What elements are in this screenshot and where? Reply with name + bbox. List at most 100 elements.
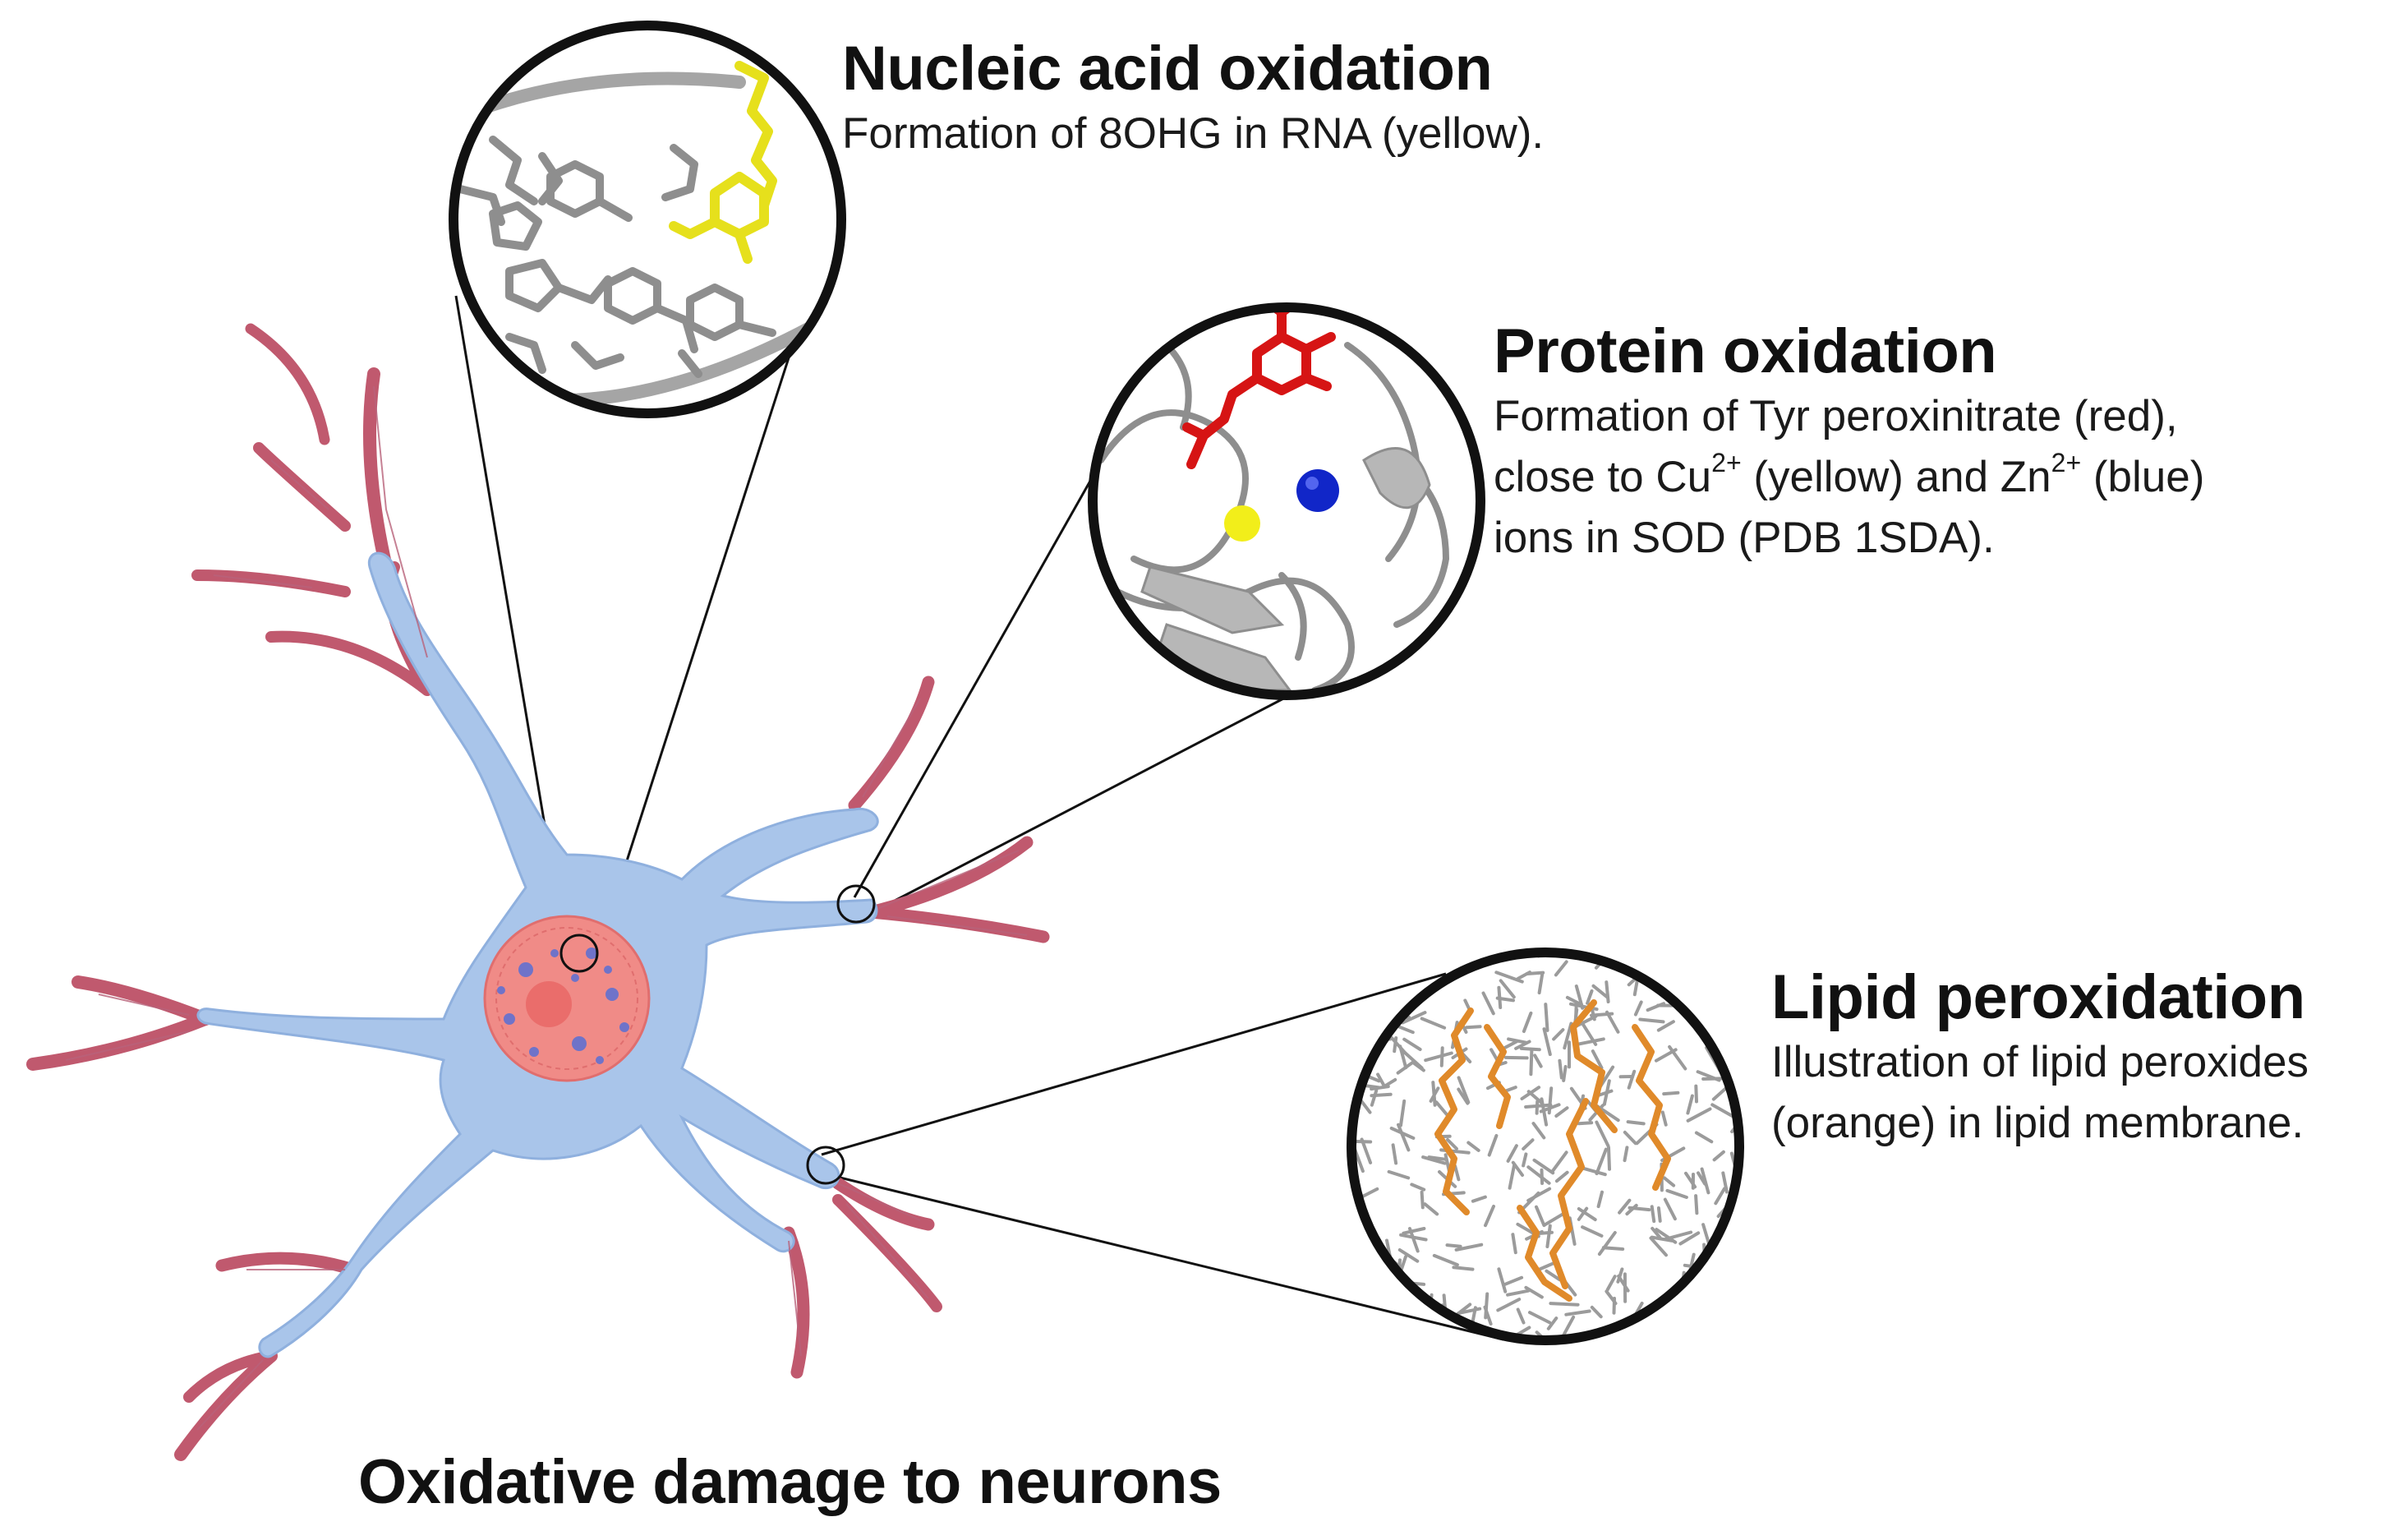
lipid-mesh-segment <box>1714 1187 1726 1206</box>
lipid-mesh-segment <box>1605 1010 1620 1034</box>
lipid-mesh-segment <box>1724 1261 1732 1291</box>
lipid-mesh-segment <box>1663 1197 1677 1221</box>
lipid-mesh-segment <box>1514 1040 1531 1050</box>
lipid-mesh-segment <box>1720 952 1733 957</box>
lipid-mesh-segment <box>1379 993 1397 1002</box>
lipid-mesh-segment <box>1526 1187 1552 1202</box>
lipid-mesh-segment <box>1389 1127 1416 1140</box>
lipid-mesh-segment <box>1565 995 1583 1007</box>
lipid-mesh-segment <box>1421 1155 1447 1165</box>
lipid-mesh-segment <box>1697 1171 1707 1186</box>
lipid-mesh-segment <box>1605 1275 1617 1292</box>
lipid-mesh-segment <box>1494 971 1524 984</box>
lipid-mesh-segment <box>1693 1312 1714 1322</box>
lipid-mesh-segment <box>1564 1309 1591 1316</box>
lipid-mesh-segment <box>1591 1049 1604 1070</box>
lipid-mesh-segment <box>1727 983 1739 997</box>
lipid-mesh-segment <box>1457 1076 1471 1104</box>
lipid-mesh-segment <box>1524 1103 1553 1109</box>
lipid-mesh-segment <box>1499 979 1516 999</box>
lipid-mesh-segment <box>1546 1316 1559 1330</box>
lipid-mesh-segment <box>1662 1176 1676 1187</box>
lipid-mesh-segment <box>1526 1090 1544 1105</box>
lipid-mesh-segment <box>1691 1001 1699 1017</box>
lipid-mesh-segment <box>1574 1037 1605 1047</box>
lipid-mesh-segment <box>1398 1044 1408 1070</box>
lipid-mesh-segment <box>1660 1110 1668 1127</box>
lipid-mesh-segment <box>1416 1333 1421 1340</box>
lipid-mesh-segment <box>1638 1017 1665 1024</box>
lipid-mesh-segment <box>1725 1272 1735 1286</box>
zoom-marker-protein <box>836 884 876 924</box>
lipid-mesh-segment <box>1601 1246 1625 1251</box>
lipid-mesh-segment <box>1723 980 1739 995</box>
lipid-mesh-segment <box>1355 952 1364 966</box>
lipid-mesh-segment <box>1401 1011 1427 1025</box>
lipid-description-line1: Illustration of lipid peroxides <box>1771 1038 2309 1086</box>
lipid-mesh-segment <box>1712 1150 1725 1162</box>
zoom-marker-rna <box>559 934 599 973</box>
lipid-mesh-segment <box>1471 1195 1487 1203</box>
lipid-mesh-segment <box>1656 1206 1662 1223</box>
lipid-mesh-segment <box>1545 1269 1562 1282</box>
protein-label: Protein oxidation Formation of Tyr perox… <box>1494 317 2204 569</box>
lipid-mesh-segment <box>1561 1315 1576 1339</box>
lipid-mesh-segment <box>1376 1072 1387 1089</box>
lipid-mesh-segment <box>1445 1243 1462 1248</box>
lipid-mesh-segment <box>1577 1207 1597 1222</box>
lipid-mesh-segment <box>1616 1267 1624 1284</box>
lipid-mesh-segment <box>1725 1011 1738 1035</box>
lipid-mesh-segment <box>1721 1171 1729 1194</box>
lipid-mesh-segment <box>1678 1231 1701 1246</box>
lipid-mesh-segment <box>1393 1036 1398 1054</box>
figure-title: Oxidative damage to neurons <box>358 1447 1222 1517</box>
lipid-mesh-segment <box>1554 1170 1569 1183</box>
lipid-mesh-segment <box>1466 1141 1480 1152</box>
lipid-mesh-segment <box>1374 1006 1385 1022</box>
lipid-mesh-segment <box>1402 1050 1424 1070</box>
lipid-mesh-segment <box>1694 1194 1699 1215</box>
lipid-mesh-segment <box>1511 1233 1517 1255</box>
lipid-mesh-segment <box>1402 1037 1422 1051</box>
lipid-mesh-segment <box>1360 1137 1373 1164</box>
lipid-mesh-segment <box>1535 1260 1558 1272</box>
lipid-zoom-circle <box>1347 948 1744 1345</box>
lipid-mesh-segment <box>1379 1292 1395 1302</box>
lipid-mesh-segment <box>1487 1134 1499 1157</box>
lipid-mesh-segment <box>1483 1305 1493 1326</box>
lipid-mesh-segment <box>1627 1069 1637 1090</box>
nucleic-acid-description: Formation of 8OHG in RNA (yellow). <box>842 109 1545 158</box>
protein-line2-part3: (blue) <box>2081 453 2205 501</box>
lipid-mesh-segment <box>1528 1311 1552 1325</box>
lipid-mesh-segment <box>1637 957 1661 974</box>
protein-heading: Protein oxidation <box>1494 316 1997 386</box>
lipid-mesh-segment <box>1402 952 1421 959</box>
protein-description-line3: ions in SOD (PDB 1SDA). <box>1494 514 1995 562</box>
lipid-mesh-segment <box>1679 958 1694 966</box>
lipid-mesh-segment <box>1454 1243 1484 1252</box>
lipid-mesh-segment <box>1542 1027 1552 1056</box>
lipid-mesh-segment <box>1544 1003 1549 1032</box>
lipid-mesh-segment <box>1370 1088 1379 1107</box>
protein-zoom-circle <box>1088 302 1485 700</box>
lipid-mesh-segment <box>1453 1164 1461 1182</box>
lipid-mesh-segment <box>1396 1024 1415 1035</box>
lipid-mesh-segment <box>1618 1198 1632 1215</box>
lipid-mesh-segment <box>1352 1026 1368 1032</box>
lipid-mesh-segment <box>1387 1169 1411 1180</box>
lipid-mesh-segment <box>1694 1084 1698 1104</box>
rna-zoom-circle <box>449 21 846 418</box>
lipid-mesh-segment <box>1665 1188 1688 1199</box>
lipid-mesh-segment <box>1591 984 1609 999</box>
protein-description-line1: Formation of Tyr peroxinitrate (red), <box>1494 392 2178 440</box>
lipid-mesh-segment <box>1562 1065 1568 1082</box>
lipid-mesh-segment <box>1434 1100 1449 1117</box>
lipid-mesh-segment <box>1598 952 1613 956</box>
lipid-mesh-segment <box>1656 1020 1675 1032</box>
zoom-lines <box>454 229 1504 1341</box>
lipid-mesh-segment <box>1701 1000 1708 1031</box>
lipid-mesh-segment <box>1497 1267 1508 1293</box>
lipid-mesh-segment <box>1508 1164 1516 1190</box>
